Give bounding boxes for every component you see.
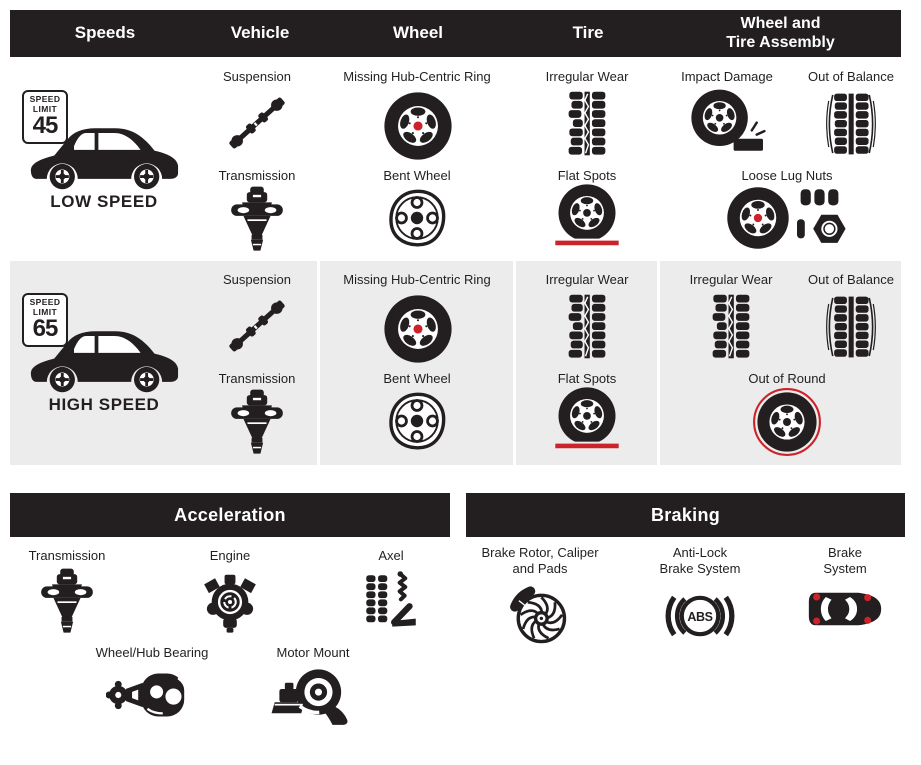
column-divider	[317, 261, 320, 465]
column-header-tire: Tire	[572, 23, 604, 43]
acceleration-section-header: Acceleration	[10, 493, 450, 537]
low-speed-label: LOW SPEED	[50, 192, 158, 211]
sign-word-speed: SPEED	[29, 94, 61, 104]
sign-word-limit: LIMIT	[32, 103, 58, 114]
out-of-balance-tire-icon	[826, 295, 876, 359]
driveshaft-icon	[219, 87, 295, 159]
bent-wheel-label: Bent Wheel	[383, 168, 451, 183]
motor-mount-label: Motor Mount	[276, 645, 350, 660]
brake-system-car-icon	[806, 586, 884, 632]
out-of-round-label: Out of Round	[748, 371, 826, 386]
out-of-balance-tire-icon	[826, 92, 876, 156]
high-speed-label: HIGH SPEED	[48, 395, 160, 414]
missing-hub-centric-ring-label: Missing Hub-Centric Ring	[343, 69, 491, 84]
bent-wheel-icon	[386, 390, 448, 452]
axel-icon	[365, 564, 417, 636]
irregular-wear-label: Irregular Wear	[545, 69, 629, 84]
impact-damage-label: Impact Damage	[681, 69, 773, 84]
ball-joint-icon	[223, 387, 291, 459]
column-header-wheel: Wheel	[392, 23, 444, 43]
transmission-label: Transmission	[218, 371, 296, 386]
flat-spot-wheel-icon	[554, 386, 620, 459]
irregular-wear-label: Irregular Wear	[545, 272, 629, 287]
driveshaft-icon	[219, 290, 295, 362]
sign-speed-value: 45	[32, 111, 59, 139]
sedan-car-icon	[24, 320, 184, 395]
abs-text: ABS	[687, 610, 712, 624]
irregular-wear-label: Irregular Wear	[689, 272, 773, 287]
braking-section-header: Braking	[466, 493, 905, 537]
column-header-speeds: Speeds	[74, 23, 136, 43]
sign-word-speed: SPEED	[29, 297, 61, 307]
wheel-hub-bearing-label: Wheel/Hub Bearing	[95, 645, 209, 660]
column-divider	[657, 261, 660, 465]
sign-speed-value: 65	[32, 314, 59, 342]
transmission-label: Transmission	[28, 548, 106, 563]
wheel-red-hub-icon	[383, 91, 453, 161]
tire-tread-icon	[567, 91, 607, 156]
ball-joint-icon	[223, 184, 291, 256]
loose-lug-nuts-label: Loose Lug Nuts	[741, 168, 833, 183]
suspension-label: Suspension	[223, 272, 291, 287]
column-header-vehicle: Vehicle	[230, 23, 290, 43]
out-of-balance-label: Out of Balance	[808, 272, 894, 287]
tire-tread-icon	[567, 294, 607, 359]
out-of-balance-label: Out of Balance	[808, 69, 894, 84]
sedan-car-icon	[24, 117, 184, 192]
ball-joint-icon	[33, 566, 101, 638]
transmission-label: Transmission	[218, 168, 296, 183]
speed-limit-65-sign: SPEED LIMIT 65	[22, 293, 68, 347]
bent-wheel-label: Bent Wheel	[383, 371, 451, 386]
flat-spots-label: Flat Spots	[557, 168, 617, 183]
wheel-hub-bearing-icon	[106, 664, 198, 726]
brake-rotor-icon	[506, 581, 574, 649]
braking-title: Braking	[650, 504, 721, 525]
axel-label: Axel	[378, 548, 404, 563]
wheel-red-hub-icon	[726, 186, 790, 250]
missing-hub-centric-ring-label: Missing Hub-Centric Ring	[343, 272, 491, 287]
wheel-red-hub-icon	[383, 294, 453, 364]
tire-tread-icon	[711, 294, 751, 359]
speed-limit-45-sign: SPEED LIMIT 45	[22, 90, 68, 144]
motor-mount-icon	[270, 660, 356, 732]
flat-spots-label: Flat Spots	[557, 371, 617, 386]
flat-spot-wheel-icon	[554, 183, 620, 256]
out-of-round-wheel-icon	[752, 387, 822, 457]
acceleration-title: Acceleration	[174, 504, 286, 525]
column-divider	[513, 261, 516, 465]
bent-wheel-icon	[386, 187, 448, 249]
engine-icon	[194, 568, 266, 636]
lug-nut-icon	[797, 188, 851, 248]
engine-label: Engine	[209, 548, 251, 563]
sign-word-limit: LIMIT	[32, 306, 58, 317]
suspension-label: Suspension	[223, 69, 291, 84]
impact-damage-icon	[690, 87, 766, 157]
abs-warning-icon: ABS	[656, 584, 744, 648]
